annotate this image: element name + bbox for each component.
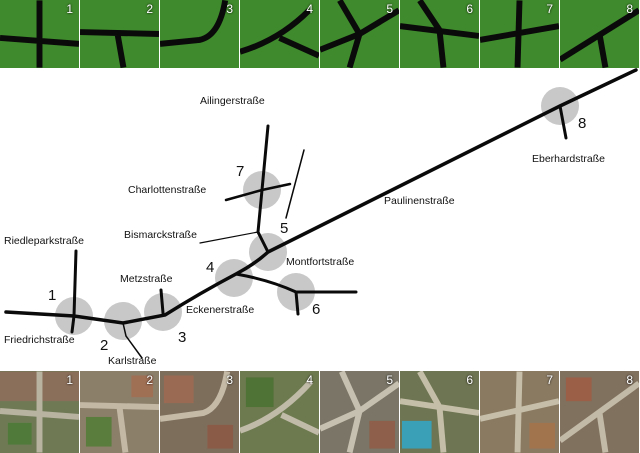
street-label-paulinen: Paulinenstraße [384,195,455,207]
tile-number: 4 [306,373,313,387]
street-map-diagram: Ailingerstraße Charlottenstraße Bismarck… [4,68,638,367]
intersection-circle-4 [215,259,253,297]
street-label-montfort: Montfortstraße [286,256,354,268]
tile-number: 8 [626,373,633,387]
intersection-number-4: 4 [206,259,214,276]
street-label-karl: Karlstraße [108,355,157,367]
street-label-eckener: Eckenerstraße [186,304,254,316]
charlotten-road [224,182,292,202]
metz-road [159,288,165,315]
intersection-number-2: 2 [100,337,108,354]
tile-number: 5 [386,373,393,387]
eckener-branch [294,290,300,316]
segmentation-tile-8: 8 [560,0,640,68]
ailinger-road [256,124,270,254]
tile-number: 3 [226,373,233,387]
intersection-number-5: 5 [280,220,288,237]
street-label-charlotten: Charlottenstraße [128,184,206,196]
intersection-number-8: 8 [578,115,586,132]
tile-number: 3 [226,2,233,16]
tile-number: 8 [626,2,633,16]
aerial-tile-5: 5 [320,371,400,453]
street-label-bismarck: Bismarckstraße [124,229,197,241]
aerial-strip: 1 2 3 4 5 6 7 8 [0,371,640,453]
tile-number: 1 [66,373,73,387]
segmentation-tile-5: 5 [320,0,400,68]
aerial-tile-7: 7 [480,371,560,453]
tile-number: 6 [466,2,473,16]
segmentation-strip: 1 2 3 4 5 6 7 8 [0,0,640,68]
tile-number: 7 [546,2,553,16]
street-label-metz: Metzstraße [120,273,173,285]
aerial-tile-1: 1 [0,371,80,453]
eberhard-road [558,104,568,140]
segmentation-tile-6: 6 [400,0,480,68]
tile-number: 7 [546,373,553,387]
tile-number: 5 [386,2,393,16]
street-label-eberhard: Eberhardstraße [532,153,605,165]
tile-number: 2 [146,2,153,16]
aerial-tile-4: 4 [240,371,320,453]
riedlepark-road [70,249,78,334]
karl-road [122,322,143,359]
aerial-tile-8: 8 [560,371,640,453]
tile-number: 6 [466,373,473,387]
bismarck-road [199,231,259,244]
segmentation-tile-1: 1 [0,0,80,68]
intersection-number-6: 6 [312,301,320,318]
street-label-friedrich: Friedrichstraße [4,334,75,346]
segmentation-tile-4: 4 [240,0,320,68]
segmentation-tile-3: 3 [160,0,240,68]
street-label-riedlepark: Riedleparkstraße [4,235,84,247]
intersection-number-1: 1 [48,287,56,304]
aerial-tile-6: 6 [400,371,480,453]
main-road [4,68,638,325]
street-label-ailinger: Ailingerstraße [200,95,265,107]
tile-number: 4 [306,2,313,16]
tile-number: 2 [146,373,153,387]
tile-number: 1 [66,2,73,16]
intersection-number-3: 3 [178,329,186,346]
segmentation-tile-2: 2 [80,0,160,68]
segmentation-tile-7: 7 [480,0,560,68]
aerial-tile-2: 2 [80,371,160,453]
intersection-circle-2 [104,302,142,340]
intersection-number-7: 7 [236,163,244,180]
charlotten-branch [285,149,305,219]
aerial-tile-3: 3 [160,371,240,453]
road-network [4,68,638,359]
